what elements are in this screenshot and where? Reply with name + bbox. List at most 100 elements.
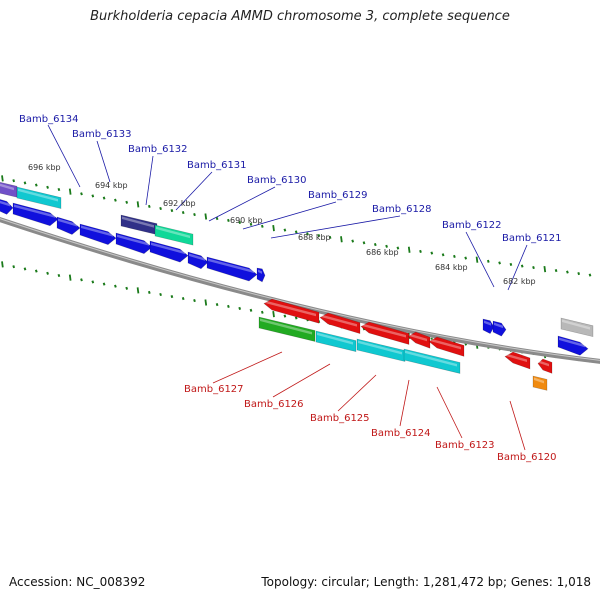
gene-label-bamb-6128: Bamb_6128: [372, 204, 432, 215]
lower-ring-tick: [46, 271, 49, 275]
gene-feature-16[interactable]: [407, 331, 431, 349]
upper-ring-tick: [566, 270, 569, 274]
gene-label-bamb-6120: Bamb_6120: [497, 452, 557, 463]
gene-feature-9[interactable]: [0, 181, 18, 198]
lower-ring-tick: [136, 287, 140, 294]
gene-feature-shine: [484, 320, 491, 326]
gene-feature-5[interactable]: [149, 240, 189, 263]
lower-ring-tick: [227, 304, 230, 309]
gene-feature-shine: [81, 225, 113, 237]
gene-features: [0, 181, 594, 391]
leader-line-3: [175, 171, 213, 211]
genome-summary-text: Topology: circular; Length: 1,281,472 bp…: [261, 575, 591, 589]
gene-feature-23[interactable]: [403, 348, 461, 374]
upper-ring-tick: [520, 264, 524, 268]
gene-feature-27[interactable]: [557, 335, 589, 356]
gene-feature-0[interactable]: [0, 198, 14, 215]
gene-feature-20[interactable]: [258, 316, 316, 342]
gene-feature-shine: [506, 353, 527, 362]
gene-feature-shine: [260, 318, 312, 335]
lower-ring-tick: [249, 308, 253, 312]
gene-label-bamb-6132: Bamb_6132: [128, 144, 188, 155]
gene-feature-shine: [58, 218, 77, 227]
lower-ring-tick: [1, 261, 4, 268]
gene-feature-shine: [362, 323, 406, 338]
leader-line-6: [270, 215, 401, 239]
lower-gene-labels: Bamb_6127 Bamb_6126 Bamb_6125 Bamb_6124 …: [184, 384, 557, 463]
gene-feature-shine: [117, 234, 149, 246]
gene-feature-19[interactable]: [537, 358, 553, 374]
upper-ring-tick: [272, 225, 275, 232]
lower-ring-tick: [125, 286, 129, 290]
kbp-label-690: 690 kbp: [230, 216, 263, 225]
upper-ring-tick: [430, 251, 434, 255]
gene-feature-shine: [151, 242, 185, 255]
leader-line-1: [96, 140, 111, 183]
leader-line-0: [47, 124, 81, 188]
kbp-label-686: 686 kbp: [366, 248, 399, 257]
gene-feature-15[interactable]: [360, 321, 410, 345]
gene-label-bamb-6130: Bamb_6130: [247, 175, 307, 186]
chromosome-backbone: [0, 217, 600, 364]
upper-ring-tick: [475, 256, 479, 263]
gene-feature-14[interactable]: [319, 312, 361, 335]
gene-feature-3[interactable]: [79, 223, 117, 245]
gene-feature-7[interactable]: [206, 256, 258, 282]
gene-feature-shine: [265, 300, 316, 317]
gene-feature-shine: [156, 226, 190, 239]
upper-ring-tick: [91, 194, 95, 198]
lower-ring-tick: [294, 316, 298, 320]
upper-ring-tick: [260, 224, 264, 228]
gene-feature-25[interactable]: [492, 320, 507, 337]
gene-label-bamb-6126: Bamb_6126: [244, 399, 304, 410]
upper-ring-tick: [238, 220, 242, 224]
gene-feature-8[interactable]: [256, 267, 266, 283]
gene-feature-shine: [208, 258, 254, 273]
lower-ring-tick: [181, 297, 185, 301]
upper-ring-tick: [46, 185, 49, 189]
upper-ring-tick: [577, 272, 581, 276]
gene-feature-6[interactable]: [187, 251, 209, 270]
upper-ring-tick: [351, 239, 355, 243]
upper-ring-tick: [249, 222, 253, 226]
gene-feature-17[interactable]: [428, 336, 465, 357]
gene-feature-13[interactable]: [263, 298, 320, 324]
upper-ring-tick: [328, 235, 332, 239]
gene-feature-2[interactable]: [56, 216, 81, 235]
upper-ring-tick: [419, 249, 422, 253]
gene-feature-28[interactable]: [532, 375, 548, 391]
upper-ring-tick: [114, 198, 117, 202]
gene-feature-shine: [494, 322, 503, 329]
lower-ring-tick: [23, 267, 27, 271]
lower-ring-tick: [57, 273, 61, 278]
gene-feature-12[interactable]: [154, 224, 194, 246]
gene-feature-26[interactable]: [560, 317, 594, 338]
upper-ring-tick: [170, 208, 174, 213]
leader-line-2: [145, 155, 154, 206]
gene-label-bamb-6134: Bamb_6134: [19, 114, 79, 125]
kbp-label-682: 682 kbp: [503, 277, 536, 286]
kbp-label-696: 696 kbp: [28, 163, 61, 172]
gene-feature-22[interactable]: [356, 338, 406, 362]
lower-ring-tick: [80, 278, 83, 282]
upper-ring-tick: [362, 241, 366, 245]
gene-feature-18[interactable]: [504, 351, 531, 370]
upper-ring-tick: [396, 246, 400, 250]
gene-feature-21[interactable]: [315, 330, 357, 352]
gene-feature-4[interactable]: [115, 232, 153, 254]
upper-ring-tick: [554, 269, 558, 273]
upper-ring-tick: [125, 200, 129, 204]
upper-ring-tick: [136, 201, 140, 208]
gene-label-bamb-6127: Bamb_6127: [184, 384, 244, 395]
gene-feature-1[interactable]: [12, 202, 59, 227]
leader-line-10: [272, 363, 331, 398]
map-title: Burkholderia cepacia AMMD chromosome 3, …: [90, 9, 510, 24]
kbp-label-692: 692 kbp: [163, 199, 196, 208]
lower-ring-tick: [283, 314, 287, 318]
upper-ring-tick: [1, 175, 4, 182]
gene-feature-shine: [405, 350, 457, 367]
lower-ring-tick: [91, 280, 95, 284]
gene-feature-24[interactable]: [482, 318, 495, 335]
gene-feature-10[interactable]: [16, 186, 62, 209]
